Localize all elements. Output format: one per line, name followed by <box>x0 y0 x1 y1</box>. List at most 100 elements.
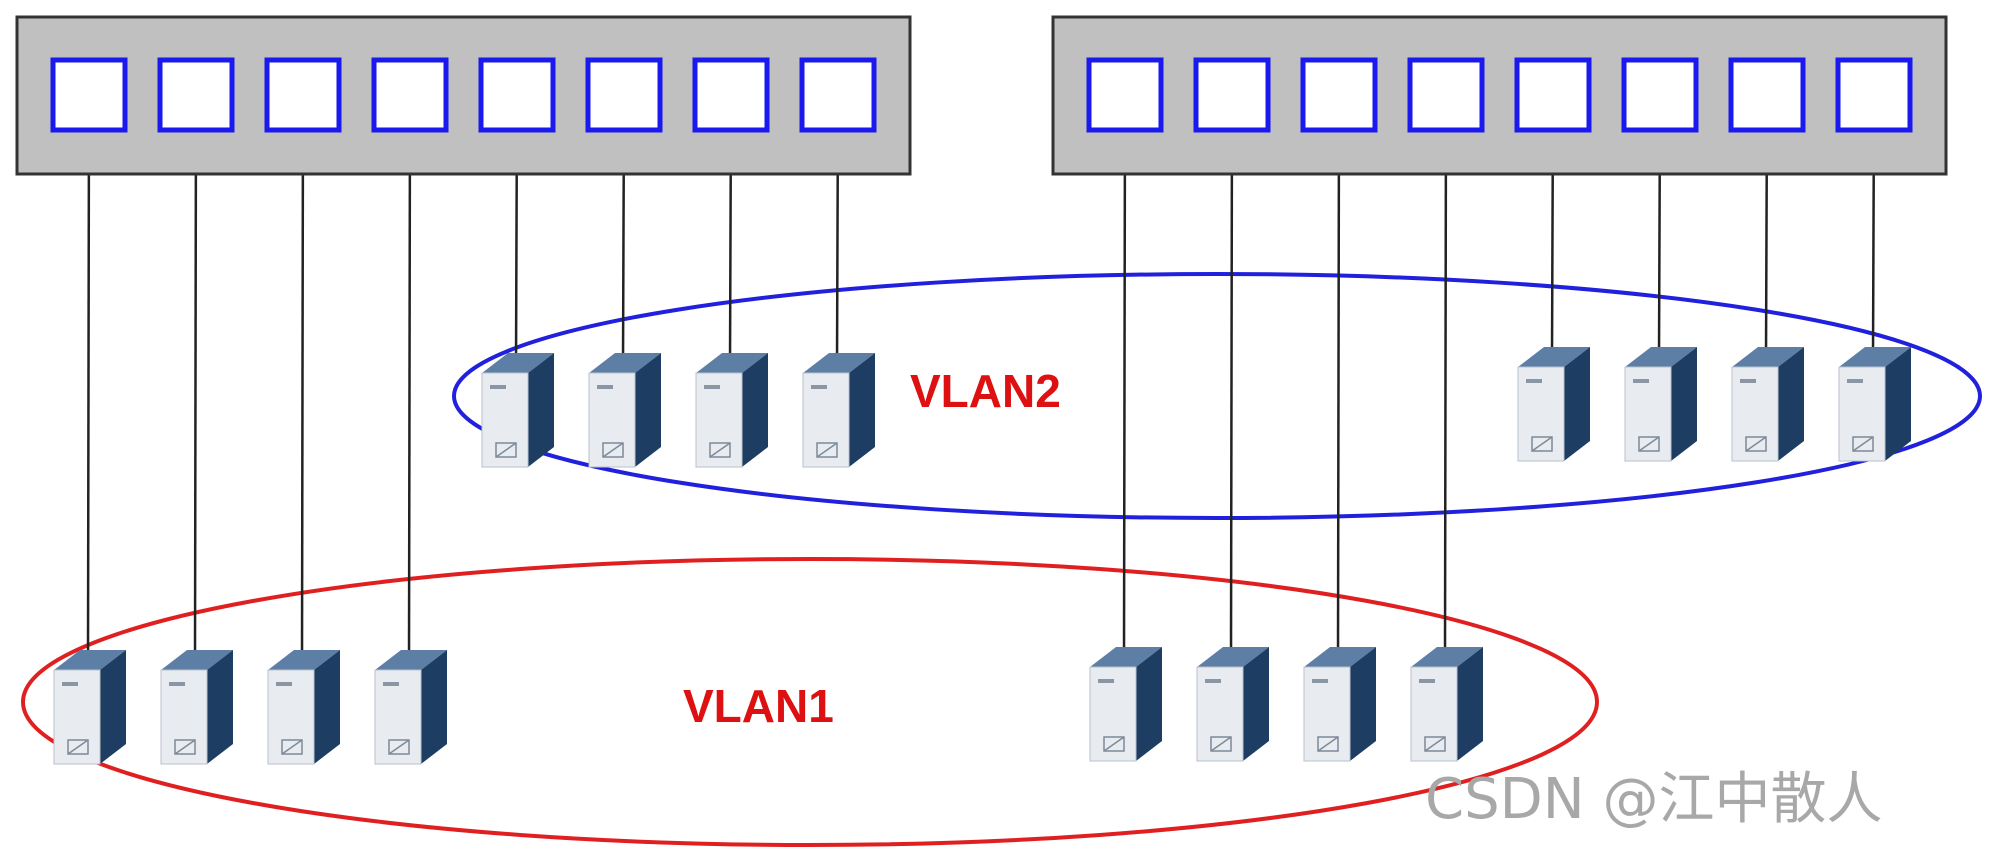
server-icon <box>1517 347 1590 462</box>
vlan-groups <box>21 272 1982 847</box>
server-side <box>207 650 233 764</box>
switch-port <box>264 57 342 133</box>
server-vent <box>1745 436 1767 452</box>
server-icon <box>1731 347 1804 462</box>
server-top <box>803 353 875 373</box>
server-icon <box>374 650 447 765</box>
server-vent-line <box>1531 436 1553 452</box>
server-icon <box>53 650 126 765</box>
server-side <box>1457 647 1483 761</box>
server-top <box>1304 647 1376 667</box>
server-slot <box>1847 379 1863 383</box>
server-icon <box>1838 347 1911 462</box>
servers <box>53 347 1911 765</box>
switch-port <box>1086 57 1164 133</box>
server-vent <box>1103 736 1125 752</box>
server-icon <box>1624 347 1697 462</box>
network-link <box>407 99 412 661</box>
server-vent <box>1531 436 1553 452</box>
switch-port <box>799 57 877 133</box>
server-vent <box>388 739 410 755</box>
server-top <box>1625 347 1697 367</box>
server-icon <box>481 353 554 468</box>
server-vent <box>495 442 517 458</box>
server-side <box>1778 347 1804 461</box>
server-vent <box>709 442 731 458</box>
switch-left <box>15 15 912 176</box>
server-side <box>314 650 340 764</box>
server-icon <box>267 650 340 765</box>
server-side <box>528 353 554 467</box>
server-top <box>268 650 340 670</box>
server-side <box>100 650 126 764</box>
network-link <box>300 99 305 661</box>
server-slot <box>490 385 506 389</box>
switch-port <box>1407 57 1485 133</box>
server-side <box>1671 347 1697 461</box>
server-vent <box>1638 436 1660 452</box>
server-icon <box>695 353 768 468</box>
server-top <box>1839 347 1911 367</box>
switch-port <box>1193 57 1271 133</box>
network-link <box>1122 99 1127 658</box>
server-side <box>849 353 875 467</box>
server-side <box>1243 647 1269 761</box>
server-side <box>1136 647 1162 761</box>
server-vent-line <box>1745 436 1767 452</box>
server-icon <box>1196 647 1269 762</box>
switch-port <box>50 57 128 133</box>
switch-chassis <box>15 15 912 176</box>
server-side <box>1885 347 1911 461</box>
switch-port <box>371 57 449 133</box>
vlan2-ellipse <box>452 272 1982 520</box>
switch-port <box>585 57 663 133</box>
switch-port <box>692 57 770 133</box>
server-icon <box>588 353 661 468</box>
server-top <box>161 650 233 670</box>
server-vent-line <box>1317 736 1339 752</box>
server-top <box>375 650 447 670</box>
server-side <box>635 353 661 467</box>
server-slot <box>62 682 78 686</box>
server-slot <box>383 682 399 686</box>
vlan2-label: VLAN2 <box>910 365 1061 417</box>
server-top <box>1197 647 1269 667</box>
server-slot <box>276 682 292 686</box>
server-icon <box>1089 647 1162 762</box>
switch-port <box>478 57 556 133</box>
server-vent-line <box>602 442 624 458</box>
server-slot <box>1740 379 1756 383</box>
server-vent-line <box>709 442 731 458</box>
server-top <box>1518 347 1590 367</box>
vlan1-ellipse <box>21 557 1599 847</box>
server-vent-line <box>388 739 410 755</box>
server-slot <box>1633 379 1649 383</box>
server-top <box>589 353 661 373</box>
server-icon <box>1303 647 1376 762</box>
network-link <box>1443 99 1448 658</box>
server-vent <box>174 739 196 755</box>
server-vent-line <box>174 739 196 755</box>
server-icon <box>1410 647 1483 762</box>
server-vent-line <box>1852 436 1874 452</box>
server-top <box>1090 647 1162 667</box>
server-vent <box>1852 436 1874 452</box>
server-vent <box>1424 736 1446 752</box>
server-vent-line <box>1424 736 1446 752</box>
network-link <box>1336 99 1341 658</box>
watermark-text: CSDN @江中散人 <box>1425 767 1882 832</box>
server-vent-line <box>495 442 517 458</box>
server-side <box>742 353 768 467</box>
server-vent-line <box>1103 736 1125 752</box>
switches <box>15 15 1948 176</box>
server-vent-line <box>1638 436 1660 452</box>
network-link <box>193 99 198 661</box>
switch-port <box>157 57 235 133</box>
switch-port <box>1728 57 1806 133</box>
server-top <box>1411 647 1483 667</box>
server-icon <box>160 650 233 765</box>
server-slot <box>1419 679 1435 683</box>
vlan1-label: VLAN1 <box>683 680 834 732</box>
switch-right <box>1051 15 1948 176</box>
